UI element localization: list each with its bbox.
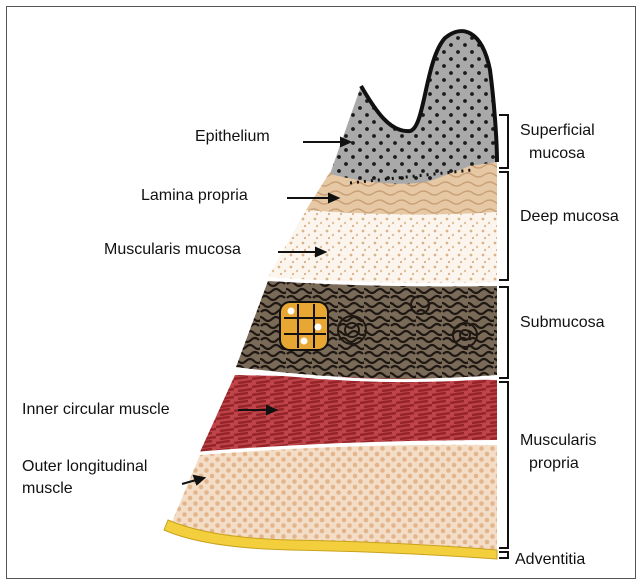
label-adventitia: Adventitia [515, 550, 585, 570]
label-superficial-line1: Superficial [520, 121, 595, 141]
label-lamina-propria: Lamina propria [141, 186, 248, 206]
label-muscularis-line2: propria [529, 454, 579, 474]
label-outer-longitudinal-line1: Outer longitudinal [22, 457, 147, 477]
label-epithelium: Epithelium [195, 127, 270, 147]
label-outer-longitudinal-line2: muscle [22, 479, 73, 499]
vessel-cluster [280, 302, 328, 350]
label-submucosa: Submucosa [520, 313, 605, 333]
label-muscularis-mucosa: Muscularis mucosa [104, 240, 241, 260]
label-deep-mucosa: Deep mucosa [520, 207, 619, 227]
label-superficial-line2: mucosa [529, 144, 585, 164]
layer-brackets [499, 115, 508, 558]
label-muscularis-line1: Muscularis [520, 431, 596, 451]
label-inner-circular-muscle: Inner circular muscle [22, 400, 170, 420]
